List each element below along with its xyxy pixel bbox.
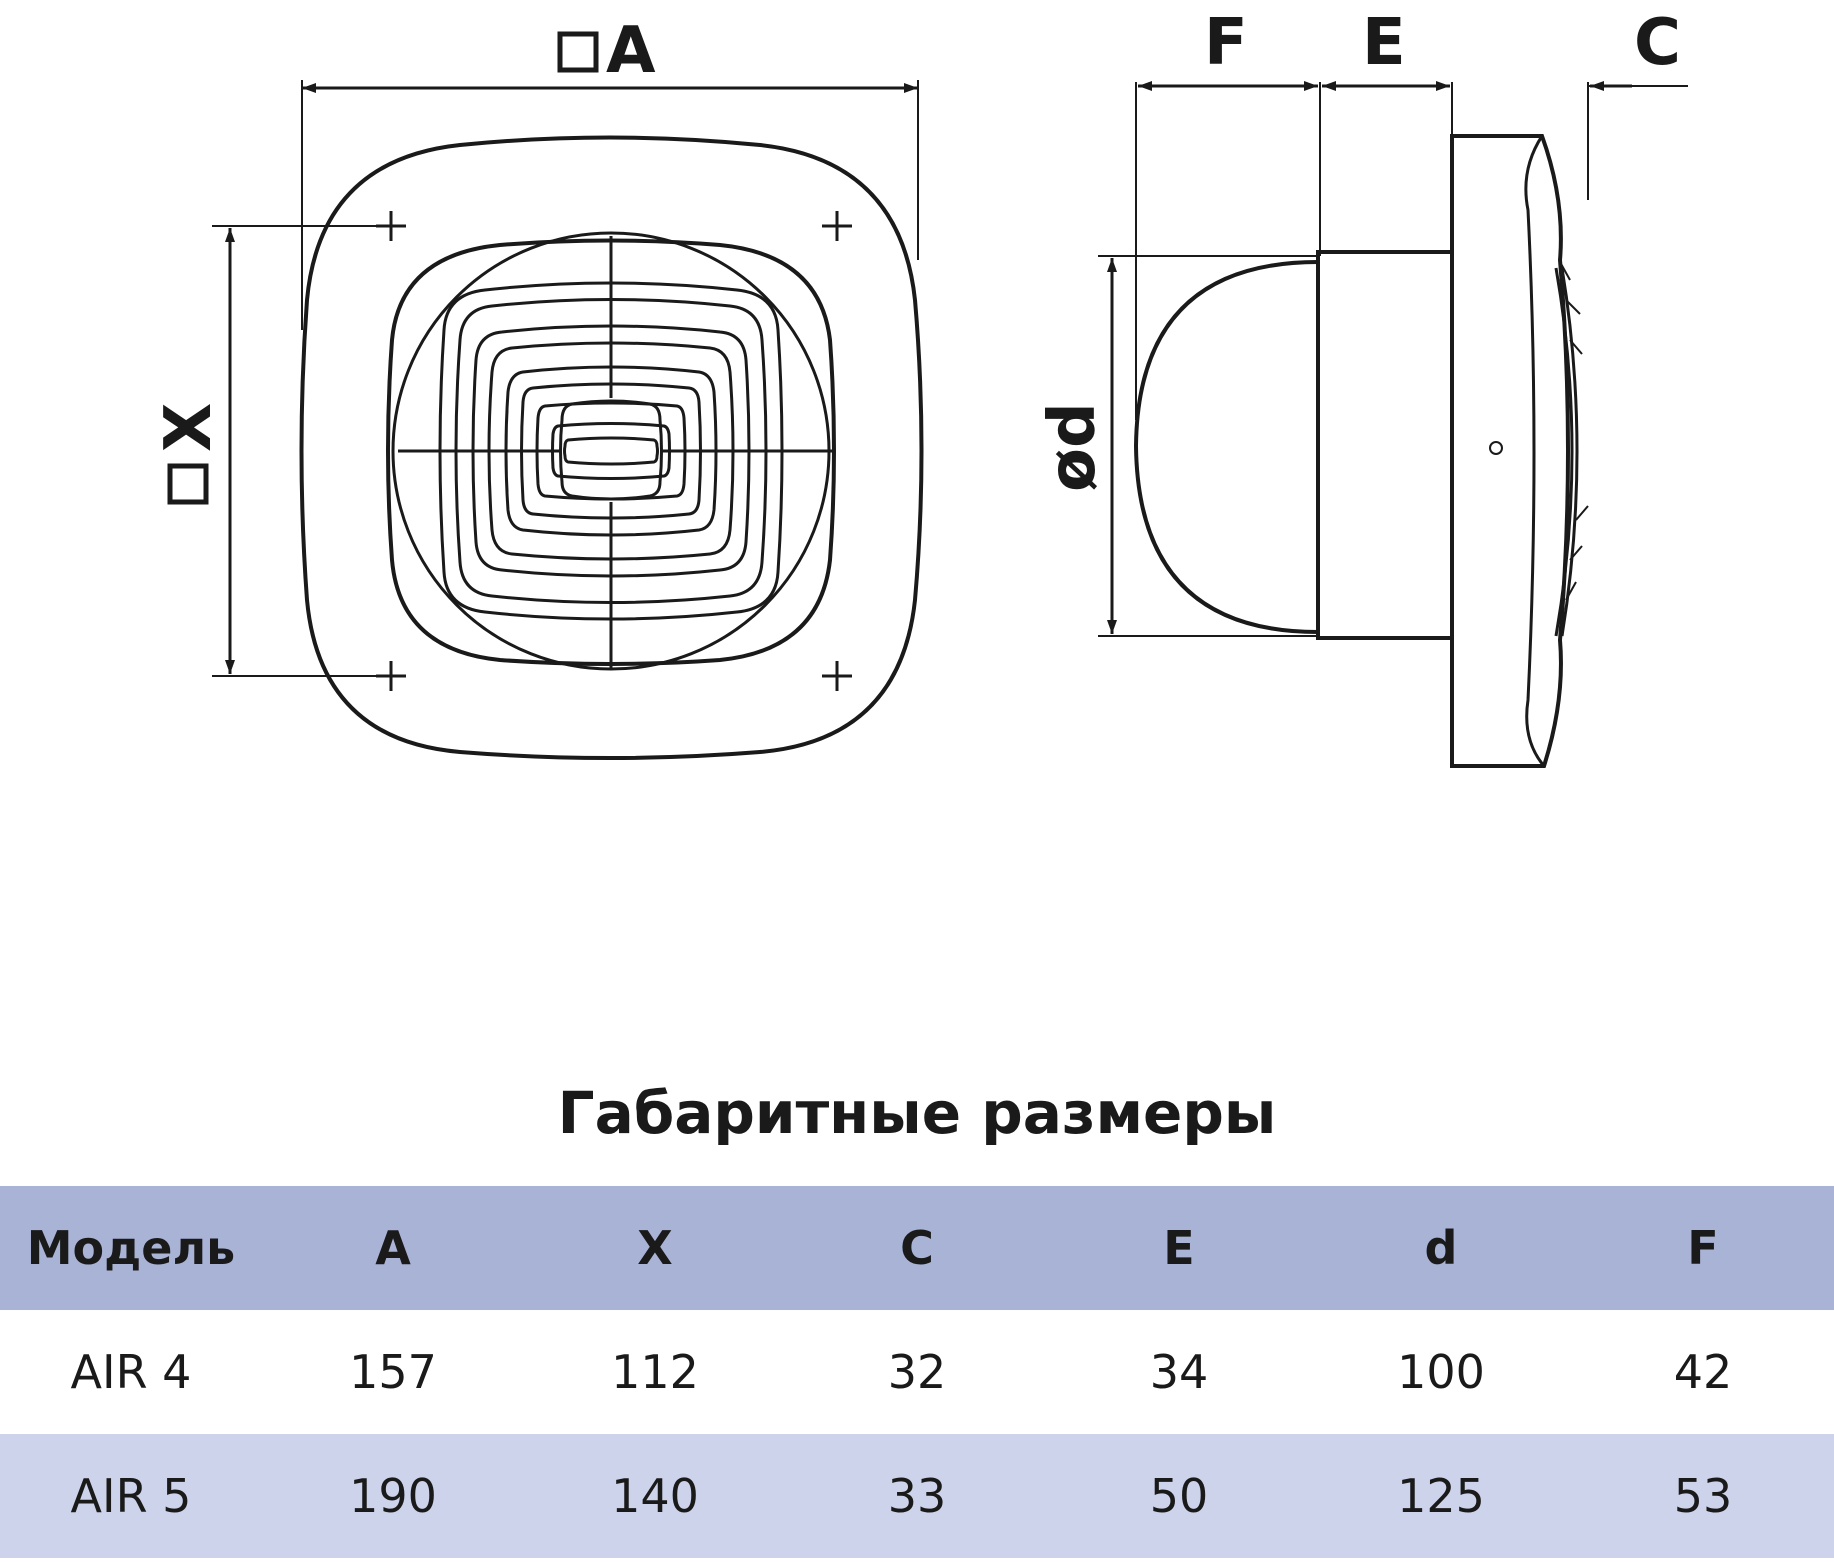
dimension-e-label: E [1362,6,1406,80]
front-view: A X [152,14,924,760]
fan-hub [559,399,663,501]
fan-dome [1133,260,1319,634]
table-cell: 33 [786,1434,1048,1558]
table-cell: AIR 5 [0,1434,262,1558]
fan-housing-outline [299,135,924,760]
column-header-a: A [262,1186,524,1310]
column-header-e: E [1048,1186,1310,1310]
fan-front-panel [1450,134,1570,768]
column-header-model: Модель [0,1186,262,1310]
dimension-d-label: ød [1036,402,1110,492]
fan-inner-frame [386,238,836,666]
table-cell: 34 [1149,1345,1209,1399]
table-cell: 140 [524,1434,786,1558]
column-header-x: X [524,1186,786,1310]
side-view: F E C ød [1036,6,1688,768]
table-cell: 157 [349,1345,437,1399]
dimension-f-label: F [1204,6,1248,80]
dimensions-table: Модель A X C E d F AIR 4 157 112 32 34 1… [0,1186,1834,1558]
dimension-x-label: X [152,403,226,505]
table-cell: AIR 4 [70,1345,192,1399]
table-cell: 125 [1310,1434,1572,1558]
table-cell: 190 [262,1434,524,1558]
table-row: AIR 5 190 140 33 50 125 53 [0,1434,1834,1558]
svg-text:A: A [606,14,656,88]
table-title: Габаритные размеры [557,1079,1277,1147]
table-cell: 100 [1397,1345,1485,1399]
fan-sleeve [1316,250,1454,640]
table-cell: 42 [1673,1345,1733,1399]
dimension-a-label: A [557,14,656,88]
column-header-d: d [1310,1186,1572,1310]
column-header-f: F [1572,1186,1834,1310]
table-cell: 32 [887,1345,947,1399]
mounting-hole-marks [376,211,852,691]
svg-text:X: X [152,403,226,452]
dimension-drawing: A X [152,6,1688,768]
table-cell: 50 [1048,1434,1310,1558]
table-row: AIR 4 157 112 32 34 100 42 [0,1310,1834,1434]
table-header-row: Модель A X C E d F [0,1186,1834,1310]
dimension-c-label: C [1634,6,1681,80]
table-cell: 53 [1572,1434,1834,1558]
column-header-c: C [786,1186,1048,1310]
table-cell: 112 [611,1345,699,1399]
